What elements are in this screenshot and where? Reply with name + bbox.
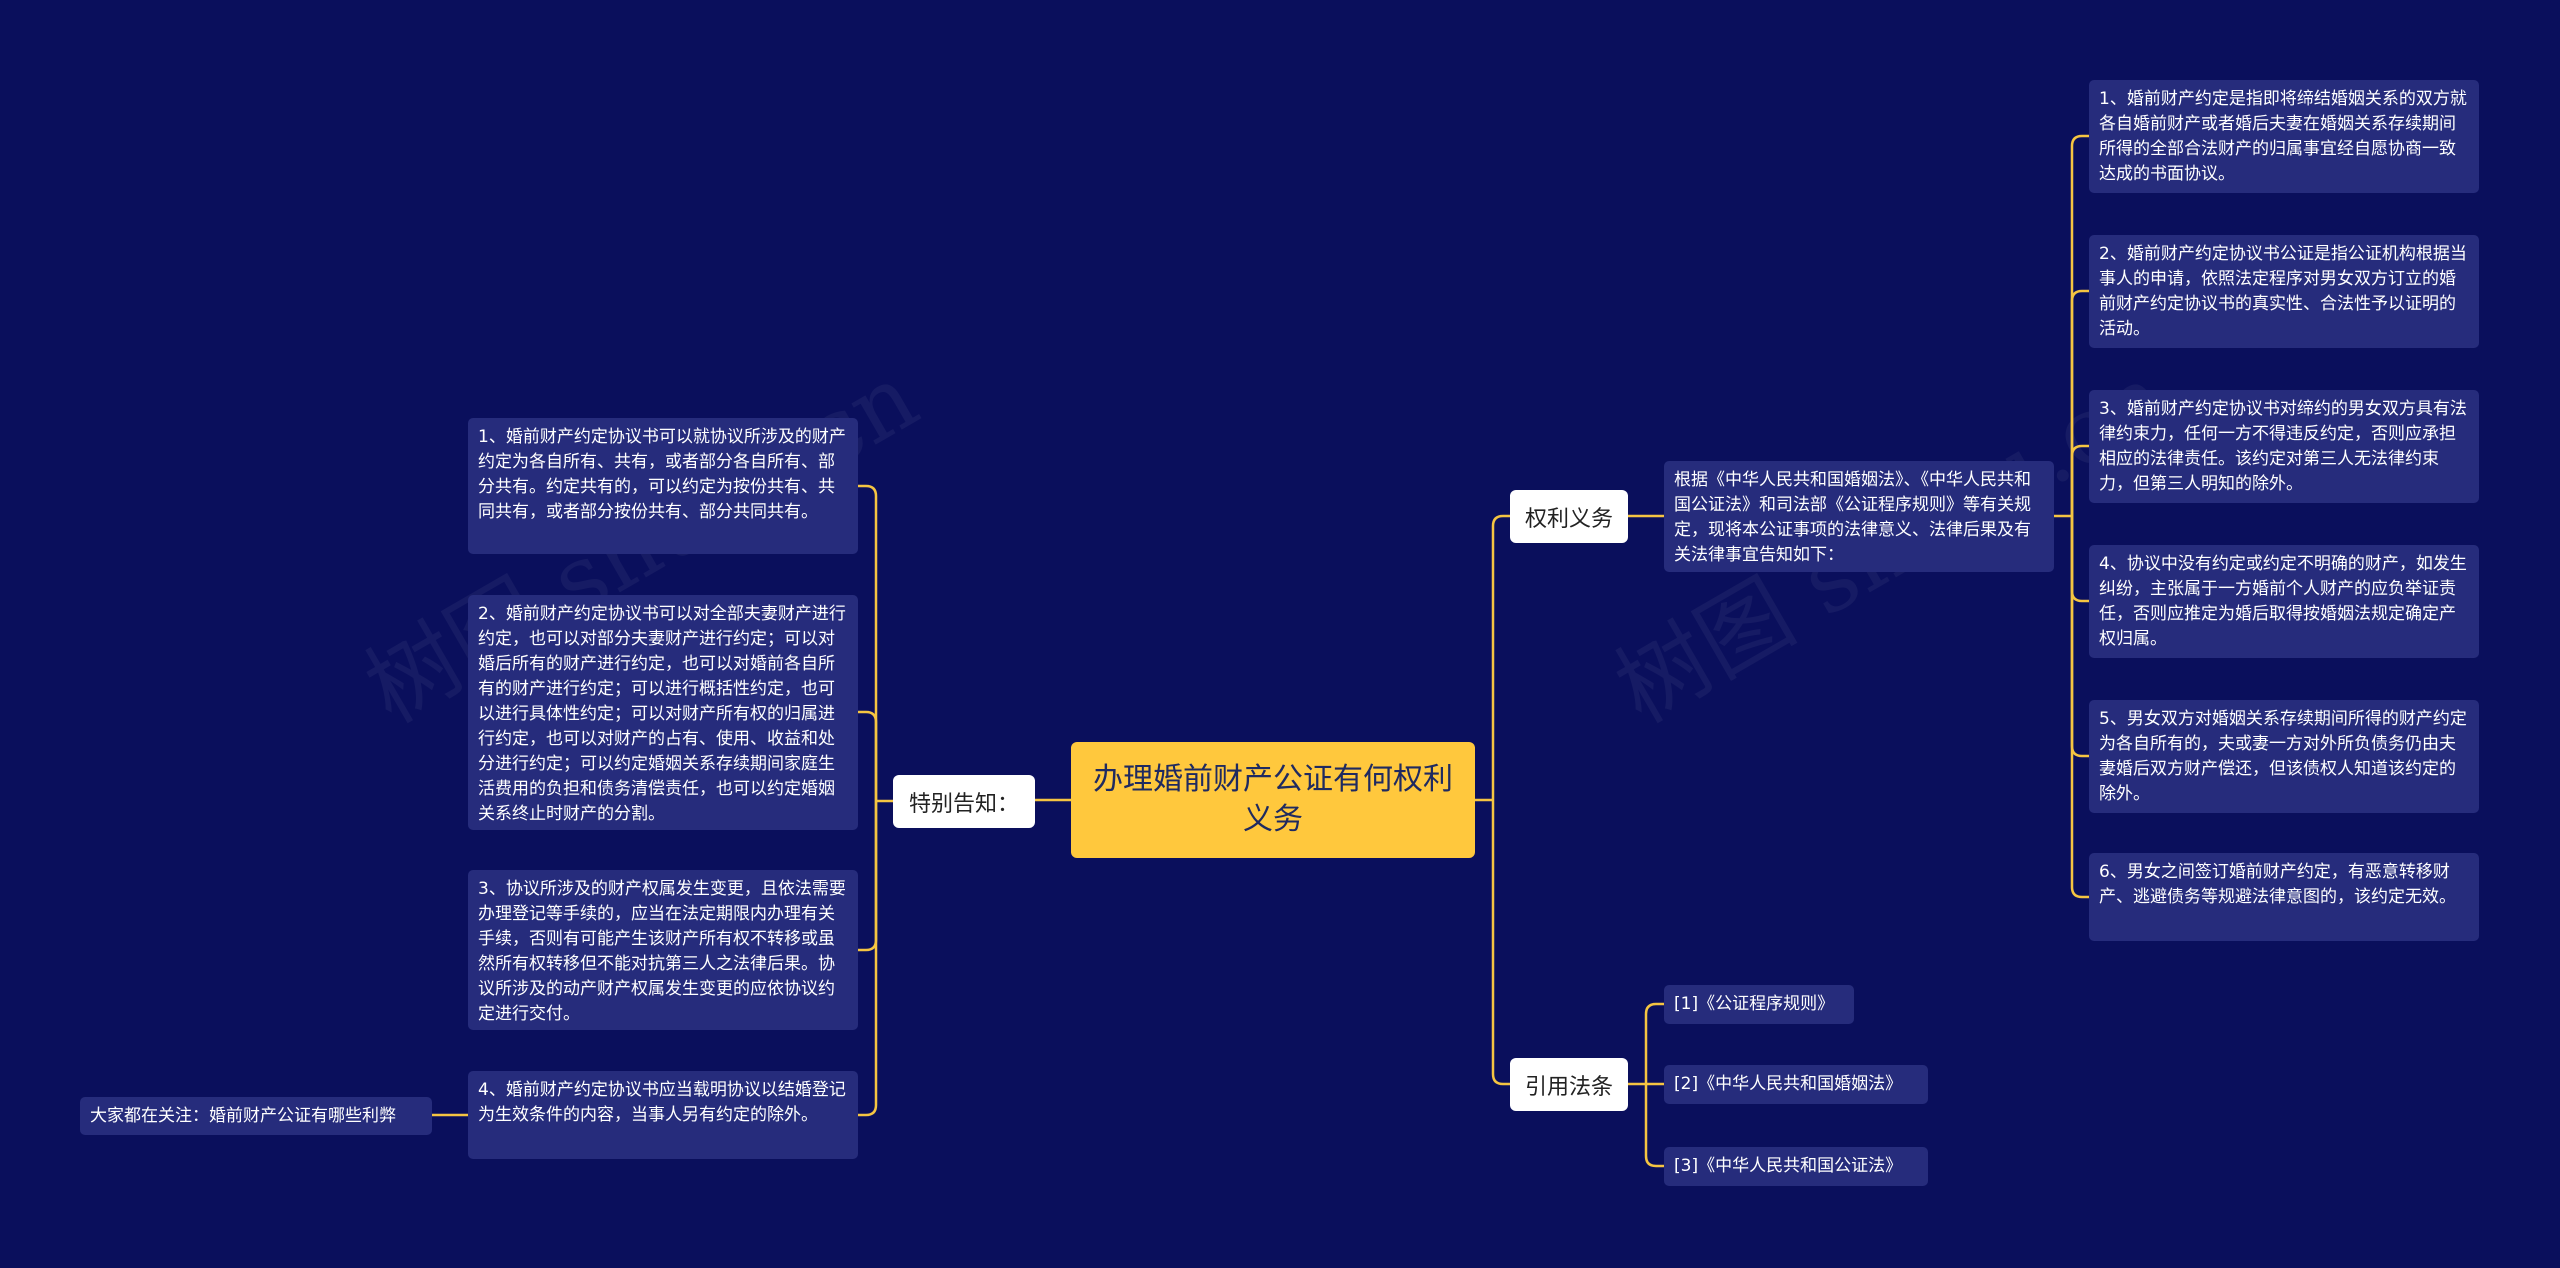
notice-item: 3、协议所涉及的财产权属发生变更，且依法需要办理登记等手续的，应当在法定期限内办… bbox=[468, 870, 858, 1030]
connector-line bbox=[858, 801, 878, 1117]
related-link[interactable]: 大家都在关注：婚前财产公证有哪些利弊 bbox=[80, 1097, 432, 1135]
citation-item[interactable]: [2]《中华人民共和国婚姻法》 bbox=[1664, 1065, 1928, 1104]
connector-line bbox=[858, 801, 878, 952]
rights-item: 1、婚前财产约定是指即将缔结婚姻关系的双方就各自婚前财产或者婚后夫妻在婚姻关系存… bbox=[2089, 80, 2479, 193]
citation-item[interactable]: [3]《中华人民共和国公证法》 bbox=[1664, 1147, 1928, 1186]
citation-item[interactable]: [1]《公证程序规则》 bbox=[1664, 985, 1854, 1024]
root-topic[interactable]: 办理婚前财产公证有何权利义务 bbox=[1071, 742, 1475, 858]
connector-line bbox=[2070, 516, 2089, 758]
connector-line bbox=[1644, 1084, 1664, 1168]
branch-rights-obligations[interactable]: 权利义务 bbox=[1510, 490, 1628, 543]
connector-line bbox=[2070, 134, 2089, 516]
branch-cited-laws[interactable]: 引用法条 bbox=[1510, 1058, 1628, 1111]
rights-item: 3、婚前财产约定协议书对缔约的男女双方具有法律约束力，任何一方不得违反约定，否则… bbox=[2089, 390, 2479, 503]
connector-line bbox=[1491, 800, 1510, 1086]
rights-item: 2、婚前财产约定协议书公证是指公证机构根据当事人的申请，依照法定程序对男女双方订… bbox=[2089, 235, 2479, 348]
notice-item: 1、婚前财产约定协议书可以就协议所涉及的财产约定为各自所有、共有，或者部分各自所… bbox=[468, 418, 858, 554]
rights-item: 5、男女双方对婚姻关系存续期间所得的财产约定为各自所有的，夫或妻一方对外所负债务… bbox=[2089, 700, 2479, 813]
connector-line bbox=[2070, 516, 2089, 899]
connector-line bbox=[858, 484, 878, 801]
connector-line bbox=[2070, 516, 2089, 603]
rights-item: 4、协议中没有约定或约定不明确的财产，如发生纠纷，主张属于一方婚前个人财产的应负… bbox=[2089, 545, 2479, 658]
connector-line bbox=[1491, 514, 1510, 800]
notice-item: 2、婚前财产约定协议书可以对全部夫妻财产进行约定，也可以对部分夫妻财产进行约定；… bbox=[468, 595, 858, 830]
connector-line bbox=[1644, 1002, 1664, 1084]
connector-line bbox=[2070, 444, 2089, 516]
notice-item: 4、婚前财产约定协议书应当载明协议以结婚登记为生效条件的内容，当事人另有约定的除… bbox=[468, 1071, 858, 1159]
rights-intro: 根据《中华人民共和国婚姻法》、《中华人民共和国公证法》和司法部《公证程序规则》等… bbox=[1664, 461, 2054, 572]
connector-line bbox=[858, 710, 878, 801]
branch-special-notice[interactable]: 特别告知： bbox=[893, 775, 1035, 828]
rights-item: 6、男女之间签订婚前财产约定，有恶意转移财产、逃避债务等规避法律意图的，该约定无… bbox=[2089, 853, 2479, 941]
connector-line bbox=[2070, 289, 2089, 516]
